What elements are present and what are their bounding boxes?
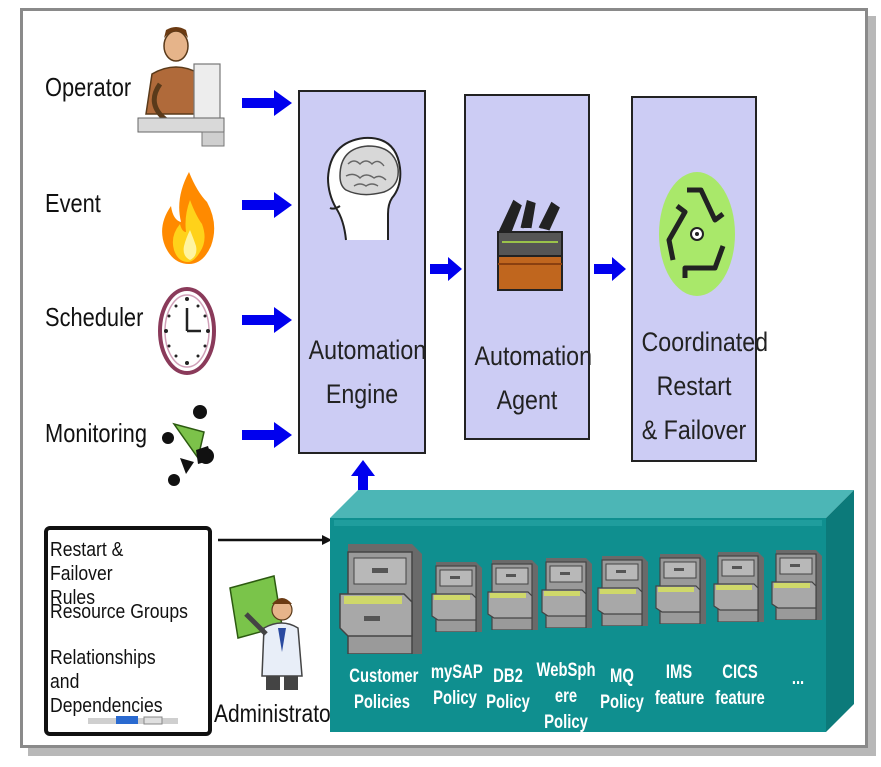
policy-label-mq: MQ Policy (600, 666, 644, 713)
filing-cabinet-icon (655, 554, 706, 624)
arrow-engine-to-agent (430, 257, 462, 281)
arrow-scheduler-to-engine (242, 307, 292, 333)
monitoring-icon (162, 405, 214, 486)
filing-cabinet-icon (431, 562, 482, 632)
automation-agent-label: Automation Agent (474, 341, 593, 415)
whiteboard-item-resource-groups: Resource Groups (50, 601, 188, 623)
policy-label-more: ... (791, 668, 805, 689)
source-label-scheduler: Scheduler (45, 302, 144, 332)
filing-cabinet-icon (487, 560, 538, 630)
rules-whiteboard: Restart & Failover Rules Resource Groups… (44, 526, 212, 736)
fire-icon (162, 172, 215, 264)
marker-tray-icon (88, 716, 178, 725)
administrator-icon (229, 575, 303, 690)
clock-icon (158, 287, 216, 375)
filing-cabinet-icon (771, 550, 822, 620)
automation-agent-box: Automation Agent (464, 94, 593, 440)
arrow-agent-to-restart (594, 257, 626, 281)
arrow-operator-to-engine (242, 90, 292, 116)
arrow-rules-to-policies (218, 535, 332, 545)
coordinated-restart-label: Coordinated Restart & Failover (641, 327, 769, 445)
brain-icon (326, 136, 402, 241)
automation-engine-box: Automation Engine (298, 90, 426, 454)
policy-label-cics: CICS feature (715, 662, 765, 709)
coordinated-restart-box: Coordinated Restart & Failover (631, 96, 769, 462)
source-label-operator: Operator (45, 72, 132, 102)
policy-label-mysap: mySAP Policy (430, 662, 483, 709)
filing-cabinet-icon (713, 552, 764, 622)
policy-label-db2: DB2 Policy (486, 666, 530, 713)
policy-label-websphere: WebSph ere Policy (536, 660, 596, 733)
arrow-monitoring-to-engine (242, 422, 292, 448)
toolbox-icon (497, 199, 563, 291)
automation-engine-label: Automation Engine (308, 335, 427, 409)
arrow-event-to-engine (242, 192, 292, 218)
administrator-label: Administrator (214, 700, 338, 728)
whiteboard-item-restart-rules: Restart & Failover Rules (50, 539, 124, 609)
filing-cabinet-icon (339, 544, 422, 654)
recycle-icon (659, 172, 735, 296)
policy-label-ims: IMS feature (654, 662, 705, 709)
source-label-monitoring: Monitoring (45, 418, 147, 448)
whiteboard-item-relationships: Relationships and Dependencies (50, 647, 163, 717)
policy-label-customer: Customer Policies (349, 666, 419, 713)
filing-cabinet-icon (597, 556, 648, 626)
filing-cabinet-icon (541, 558, 592, 628)
operator-icon (137, 27, 225, 147)
source-label-event: Event (45, 188, 101, 218)
